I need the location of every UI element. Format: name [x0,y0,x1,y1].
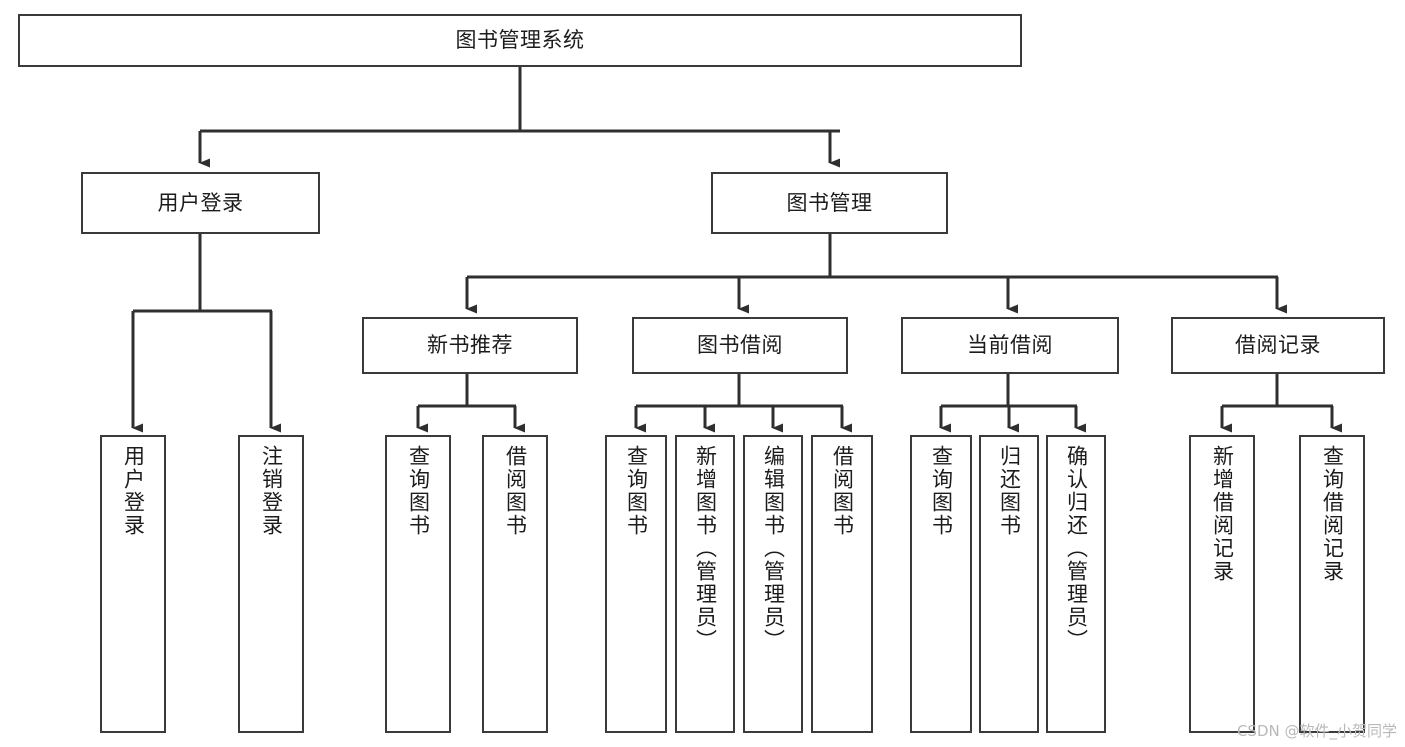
node-leaf-return-book-label: 归还图书 [997,445,1022,537]
node-current-borrow-label: 当前借阅 [967,333,1053,358]
node-leaf-query-book-2-label: 查询图书 [624,445,649,537]
node-leaf-add-book-label: 新增图书（管理员） [693,445,718,652]
node-leaf-query-record[interactable]: 查询借阅记录 [1299,435,1365,733]
node-leaf-query-book-2[interactable]: 查询图书 [605,435,667,733]
node-borrow-record[interactable]: 借阅记录 [1171,317,1385,374]
node-book-borrow-label: 图书借阅 [697,333,783,358]
node-root-label: 图书管理系统 [455,28,585,53]
node-new-book-recommend[interactable]: 新书推荐 [362,317,578,374]
node-leaf-add-record[interactable]: 新增借阅记录 [1189,435,1255,733]
node-leaf-logout-login[interactable]: 注销登录 [238,435,304,733]
node-leaf-borrow-book-2-label: 借阅图书 [830,445,855,537]
watermark-text: CSDN @软件_小贺同学 [1236,722,1397,740]
node-current-borrow[interactable]: 当前借阅 [901,317,1119,374]
node-leaf-query-book-1-label: 查询图书 [406,445,431,537]
node-leaf-user-login[interactable]: 用户登录 [100,435,166,733]
node-leaf-logout-login-label: 注销登录 [259,445,284,537]
node-leaf-borrow-book-2[interactable]: 借阅图书 [811,435,873,733]
node-book-manage-label: 图书管理 [786,190,873,215]
node-leaf-query-book-1[interactable]: 查询图书 [385,435,451,733]
node-leaf-edit-book-label: 编辑图书（管理员） [761,445,786,652]
node-leaf-query-book-3-label: 查询图书 [929,445,954,537]
node-user-login[interactable]: 用户登录 [81,172,320,234]
node-leaf-confirm-return-label: 确认归还（管理员） [1064,445,1089,652]
node-leaf-edit-book[interactable]: 编辑图书（管理员） [743,435,803,733]
node-root[interactable]: 图书管理系统 [18,14,1022,67]
node-leaf-return-book[interactable]: 归还图书 [979,435,1039,733]
node-leaf-query-book-3[interactable]: 查询图书 [910,435,972,733]
node-leaf-user-login-label: 用户登录 [121,445,146,537]
node-borrow-record-label: 借阅记录 [1235,333,1321,358]
node-leaf-add-record-label: 新增借阅记录 [1210,445,1235,583]
node-leaf-borrow-book-1[interactable]: 借阅图书 [482,435,548,733]
node-new-book-recommend-label: 新书推荐 [427,333,513,358]
node-user-login-label: 用户登录 [157,190,244,215]
node-book-manage[interactable]: 图书管理 [711,172,948,234]
node-leaf-borrow-book-1-label: 借阅图书 [503,445,528,537]
node-leaf-confirm-return[interactable]: 确认归还（管理员） [1046,435,1106,733]
node-book-borrow[interactable]: 图书借阅 [632,317,848,374]
node-leaf-add-book[interactable]: 新增图书（管理员） [675,435,735,733]
node-leaf-query-record-label: 查询借阅记录 [1320,445,1345,583]
